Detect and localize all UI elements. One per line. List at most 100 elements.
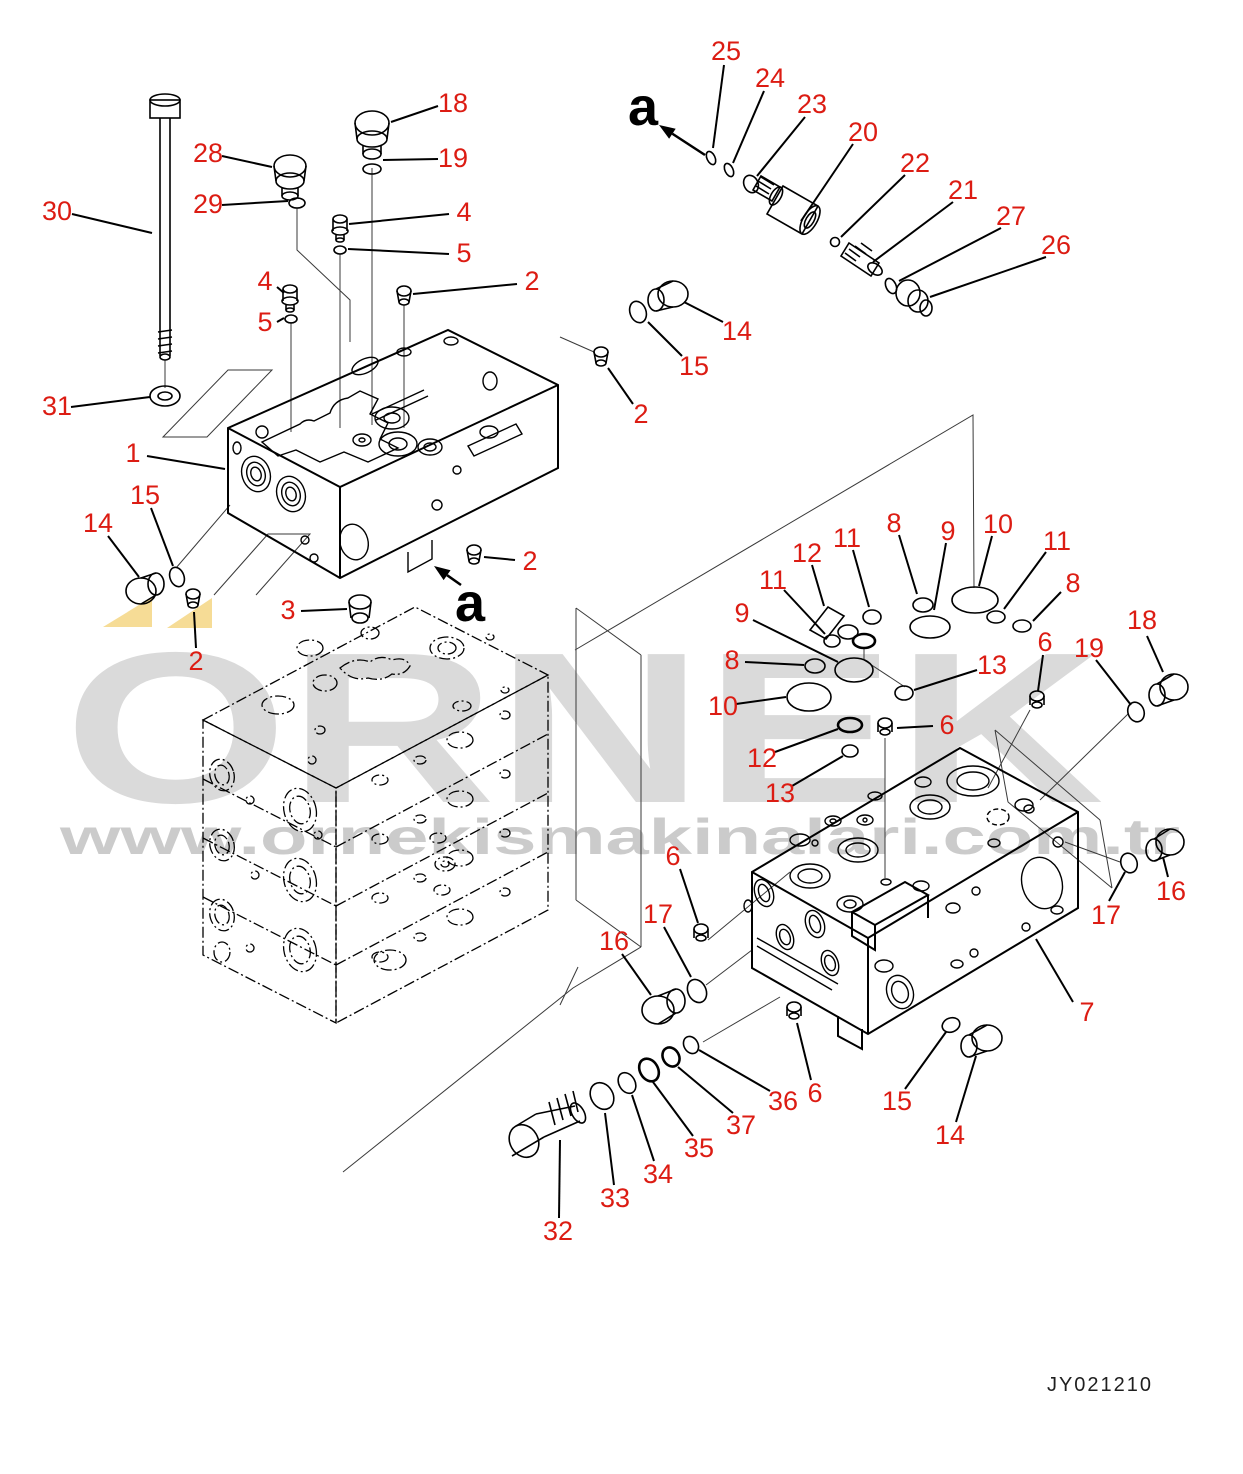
callout-12: 12 [747, 743, 777, 773]
o-ring-34 [617, 1071, 637, 1095]
callout-11: 11 [759, 565, 787, 595]
plug-26 [895, 279, 933, 317]
o-ring-19-right [1126, 701, 1146, 723]
o-ring-11 [837, 624, 859, 640]
ball-22 [829, 236, 841, 248]
plug-14-left [125, 572, 165, 605]
relief-valve-assembly [705, 150, 933, 317]
o-ring-36 [682, 1035, 700, 1055]
o-ring-15-right [628, 300, 648, 324]
o-ring-13 [894, 685, 914, 701]
o-ring-9 [834, 657, 874, 683]
callout-10: 10 [983, 509, 1013, 539]
drawing-code: JY021210 [1047, 1374, 1153, 1396]
view-letter-a: a [455, 573, 486, 633]
fitting-4-right [331, 214, 349, 243]
plug-18 [354, 110, 390, 160]
plug-2a [396, 285, 412, 306]
callout-16: 16 [599, 926, 629, 956]
watermark-brand: ORNEK [64, 607, 1104, 848]
o-ring-9 [909, 615, 951, 639]
o-ring-11 [823, 634, 841, 648]
callout-15: 15 [679, 351, 709, 381]
fitting-4-left [281, 284, 299, 313]
stacked-valve-block [201, 606, 550, 1025]
o-ring-5-left [284, 314, 298, 324]
o-ring-24 [723, 162, 735, 178]
callout-15: 15 [882, 1086, 912, 1116]
callout-14: 14 [935, 1120, 965, 1150]
view-arrow-icon [434, 566, 451, 581]
callout-11: 11 [833, 523, 861, 553]
cartridge-valve-32 [508, 1090, 587, 1159]
callout-2: 2 [188, 646, 203, 676]
callout-5: 5 [456, 238, 471, 268]
o-ring-29 [288, 197, 306, 209]
callout-6: 6 [807, 1078, 822, 1108]
callout-8: 8 [886, 508, 901, 538]
leader-lines [70, 64, 1169, 1219]
callout-9: 9 [734, 598, 749, 628]
plug-18-right [1148, 673, 1189, 707]
callout-11: 11 [1043, 526, 1071, 556]
callout-24: 24 [755, 63, 785, 93]
callout-23: 23 [797, 89, 827, 119]
callout-6: 6 [939, 710, 954, 740]
callout-2: 2 [633, 399, 648, 429]
watermark-url: www.ornekismakinalari.com.tr [58, 809, 1180, 865]
o-ring-15-bottom [941, 1016, 961, 1034]
callout-4: 4 [456, 197, 471, 227]
callout-20: 20 [848, 117, 878, 147]
valve-body-1 [227, 328, 559, 580]
o-ring-12 [851, 632, 877, 650]
callout-7: 7 [1079, 997, 1094, 1027]
callout-8: 8 [1065, 568, 1080, 598]
callout-35: 35 [684, 1133, 714, 1163]
callout-8: 8 [724, 645, 739, 675]
callout-19: 19 [1074, 633, 1104, 663]
watermark-triangle-icon [167, 598, 212, 628]
callout-31: 31 [42, 391, 72, 421]
callout-1: 1 [125, 438, 140, 468]
callout-5: 5 [257, 307, 272, 337]
screw-6-bottom [786, 1001, 802, 1020]
o-ring-10 [786, 682, 832, 712]
o-ring-8 [804, 658, 826, 674]
o-ring-33 [589, 1081, 615, 1111]
plug-28 [273, 154, 307, 201]
o-ring-12 [836, 716, 864, 734]
screw-6-top [693, 923, 709, 942]
o-ring-13 [841, 744, 859, 758]
callout-2: 2 [524, 266, 539, 296]
callout-labels: 3028291819452453111514232215142524232022… [42, 36, 1186, 1246]
washer-31 [149, 385, 181, 407]
backup-ring-12 [808, 605, 846, 641]
bolt-30 [149, 93, 181, 361]
callout-12: 12 [792, 538, 822, 568]
o-ring-10 [951, 586, 999, 614]
callout-37: 37 [726, 1110, 756, 1140]
view-arrows: aa [434, 77, 706, 633]
plug-2b [185, 588, 201, 609]
o-ring-11 [862, 609, 882, 625]
callout-6: 6 [665, 841, 680, 871]
seal-kit-cluster [786, 586, 1032, 758]
callout-28: 28 [193, 138, 223, 168]
callout-26: 26 [1041, 230, 1071, 260]
callout-6: 6 [1037, 627, 1052, 657]
watermark: ORNEK www.ornekismakinalari.com.tr [58, 597, 1180, 865]
plug-2d [593, 346, 609, 367]
callout-14: 14 [83, 508, 113, 538]
callout-33: 33 [600, 1183, 630, 1213]
callout-13: 13 [977, 650, 1007, 680]
plug-16-right [1145, 828, 1185, 862]
callout-3: 3 [280, 595, 295, 625]
callout-15: 15 [130, 480, 160, 510]
callout-34: 34 [643, 1159, 673, 1189]
callout-4: 4 [257, 266, 272, 296]
callout-25: 25 [711, 36, 741, 66]
view-arrow-icon [659, 125, 676, 139]
o-ring-35 [637, 1057, 661, 1083]
